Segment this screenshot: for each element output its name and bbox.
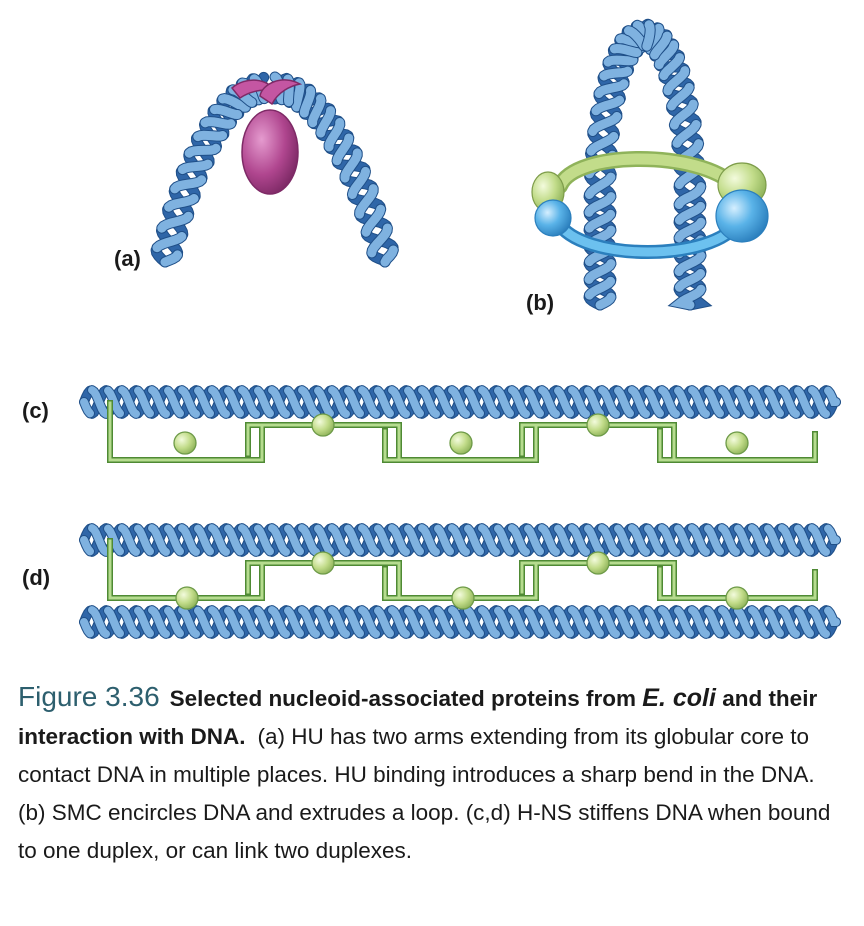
panel-label-d: (d) xyxy=(22,565,51,590)
hns-bead xyxy=(173,431,197,455)
dna-loop xyxy=(583,18,713,311)
panel-label-c: (c) xyxy=(22,398,49,423)
panel-label-a: (a) xyxy=(114,246,141,271)
hns-bead xyxy=(725,586,749,610)
organism-name: E. coli xyxy=(642,684,716,712)
panel-label-b: (b) xyxy=(526,290,555,315)
smc-complex xyxy=(531,151,769,259)
hns-bead xyxy=(311,551,335,575)
panel-c-illustration xyxy=(79,385,841,463)
dna-duplex-d-bottom xyxy=(79,605,841,639)
panel-d-illustration xyxy=(79,523,841,639)
hns-bead xyxy=(586,413,610,437)
hns-bead xyxy=(725,431,749,455)
caption-body: (a) HU has two arms extending from its g… xyxy=(18,724,831,863)
hns-bead xyxy=(451,586,475,610)
dna-duplex-d-top xyxy=(79,523,841,557)
hns-protein-chain-c xyxy=(107,400,818,463)
hu-protein xyxy=(230,79,303,195)
figure-number: Figure 3.36 xyxy=(18,681,160,712)
hns-bead xyxy=(449,431,473,455)
hns-bead xyxy=(175,586,199,610)
hns-bead xyxy=(586,551,610,575)
panel-b-illustration xyxy=(531,18,769,311)
figure-title: Selected nucleoid-associated proteins fr… xyxy=(18,684,818,749)
hns-protein-chain-d xyxy=(107,538,818,610)
figure-illustration xyxy=(79,18,841,639)
hns-bead xyxy=(311,413,335,437)
panel-a-illustration xyxy=(150,71,399,268)
dna-duplex-c xyxy=(79,385,841,419)
